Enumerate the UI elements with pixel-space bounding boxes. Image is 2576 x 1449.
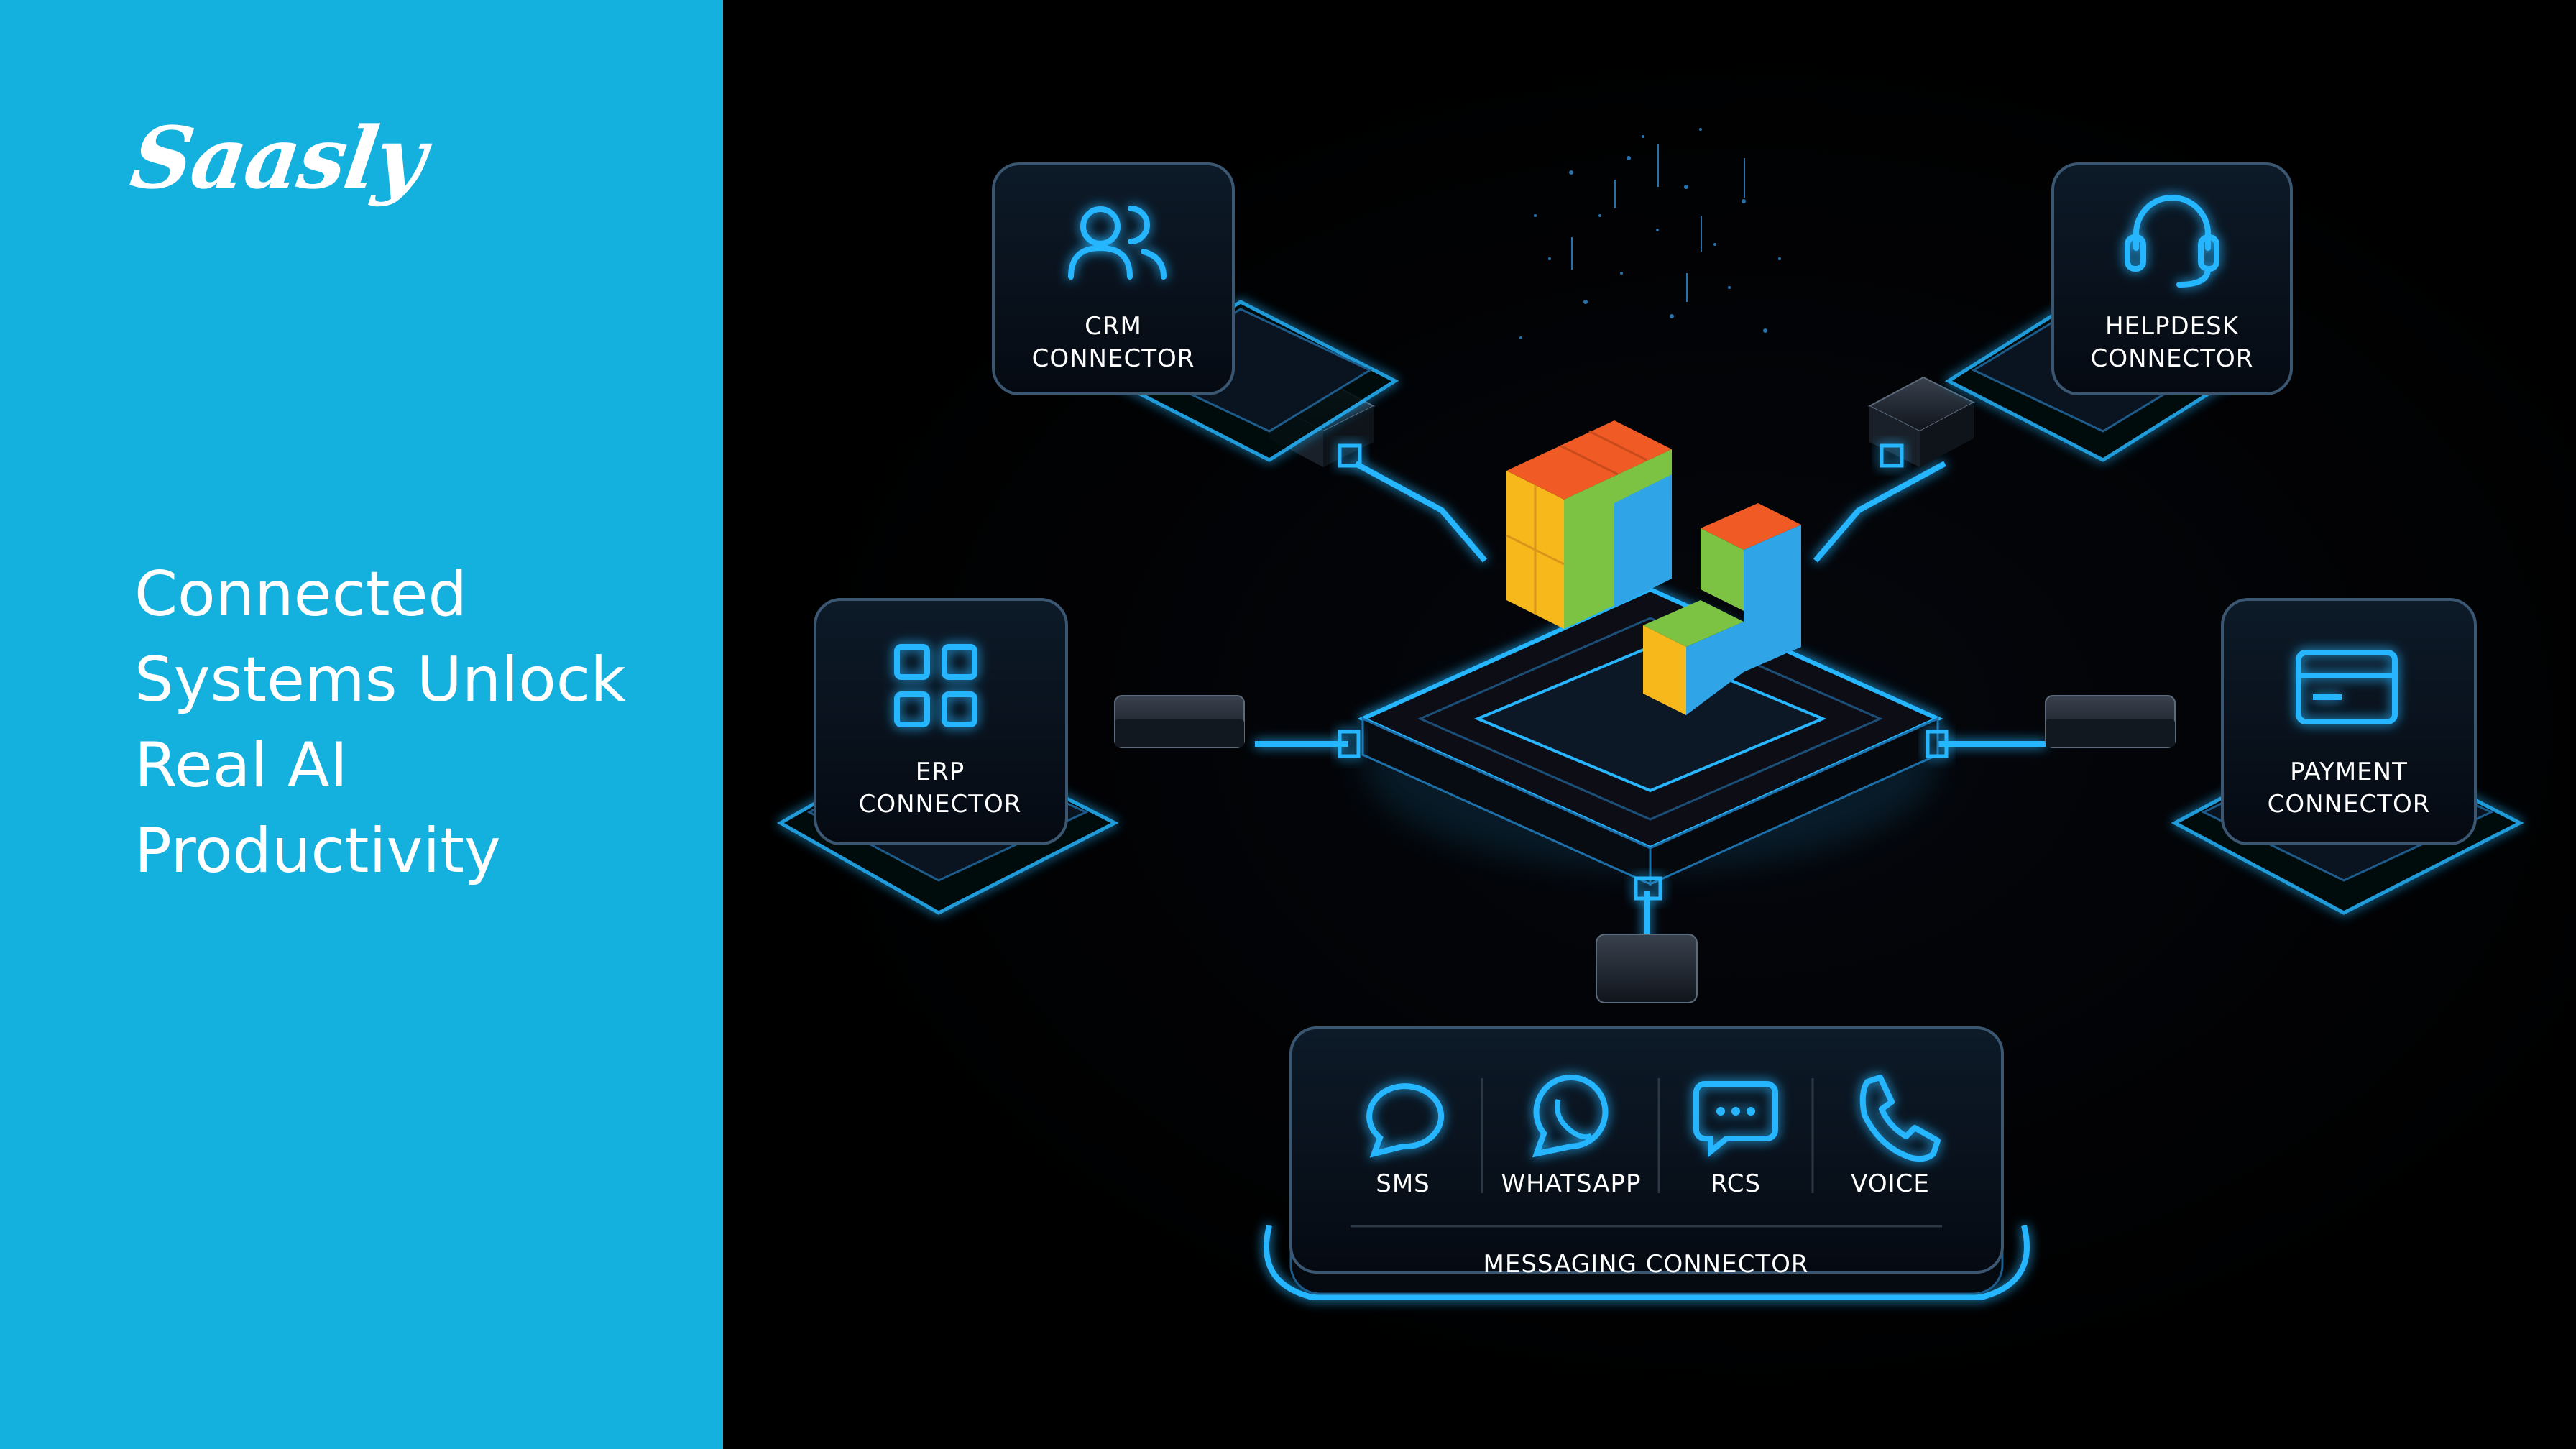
headset-icon <box>2125 195 2220 288</box>
headline-line-4: Productivity <box>134 815 501 887</box>
helpdesk-plug <box>1867 376 1976 468</box>
channel-label: RCS <box>1711 1169 1761 1198</box>
headline-line-2: Systems Unlock <box>134 644 626 716</box>
erp-label-line2: CONNECTOR <box>859 790 1022 819</box>
left-panel: Saasly Connected Systems Unlock Real AI … <box>0 0 723 1449</box>
channel-dividers <box>1351 1078 1942 1228</box>
particle-field <box>1519 128 1781 339</box>
channel-rcs: RCS <box>1693 1081 1778 1198</box>
crm-label-line2: CONNECTOR <box>1032 344 1195 373</box>
messaging-connector-card: SMS WHATSAPP RCS <box>1264 1026 2030 1300</box>
integration-illustration: CRM CONNECTOR HELPDESK CONNECTOR <box>723 0 2576 1449</box>
channel-whatsapp: WHATSAPP <box>1501 1075 1641 1198</box>
messaging-plug <box>1596 876 1698 1003</box>
phone-icon <box>1859 1075 1941 1162</box>
users-icon <box>1068 206 1167 280</box>
channel-label: SMS <box>1376 1169 1430 1198</box>
channel-sms: SMS <box>1366 1083 1445 1198</box>
illustration-svg: CRM CONNECTOR HELPDESK CONNECTOR <box>776 128 2524 1300</box>
headline-line-3: Real AI <box>134 730 348 801</box>
erp-plug <box>1114 695 1361 758</box>
helpdesk-connector-card: HELPDESK CONNECTOR <box>1944 162 2293 462</box>
erp-label-line1: ERP <box>916 758 965 786</box>
helpdesk-label-line1: HELPDESK <box>2105 312 2240 341</box>
crm-label-line1: CRM <box>1085 312 1142 341</box>
chat-bubble-icon <box>1366 1083 1445 1158</box>
credit-card-icon <box>2296 650 2398 724</box>
payment-label-line1: PAYMENT <box>2290 758 2408 786</box>
messaging-title: MESSAGING CONNECTOR <box>1484 1250 1809 1279</box>
brand-logo: Saasly <box>125 108 431 208</box>
headline-line-1: Connected <box>134 558 468 630</box>
message-dots-icon <box>1693 1081 1778 1158</box>
connection-lines <box>1255 461 2046 949</box>
channel-voice: VOICE <box>1851 1075 1941 1198</box>
payment-label-line2: CONNECTOR <box>2268 790 2431 819</box>
erp-connector-card: ERP CONNECTOR <box>776 598 1119 915</box>
payment-plug <box>1926 695 2176 758</box>
channel-label: VOICE <box>1851 1169 1930 1198</box>
helpdesk-label-line2: CONNECTOR <box>2091 344 2254 373</box>
channel-label: WHATSAPP <box>1501 1169 1641 1198</box>
crm-connector-card: CRM CONNECTOR <box>992 162 1399 462</box>
payment-connector-card: PAYMENT CONNECTOR <box>2171 598 2524 915</box>
hub-cube-logo <box>1506 420 1801 715</box>
headline: Connected Systems Unlock Real AI Product… <box>134 552 695 894</box>
hub-platform <box>1357 586 1944 886</box>
grid-icon <box>894 644 978 727</box>
whatsapp-icon <box>1532 1075 1609 1158</box>
